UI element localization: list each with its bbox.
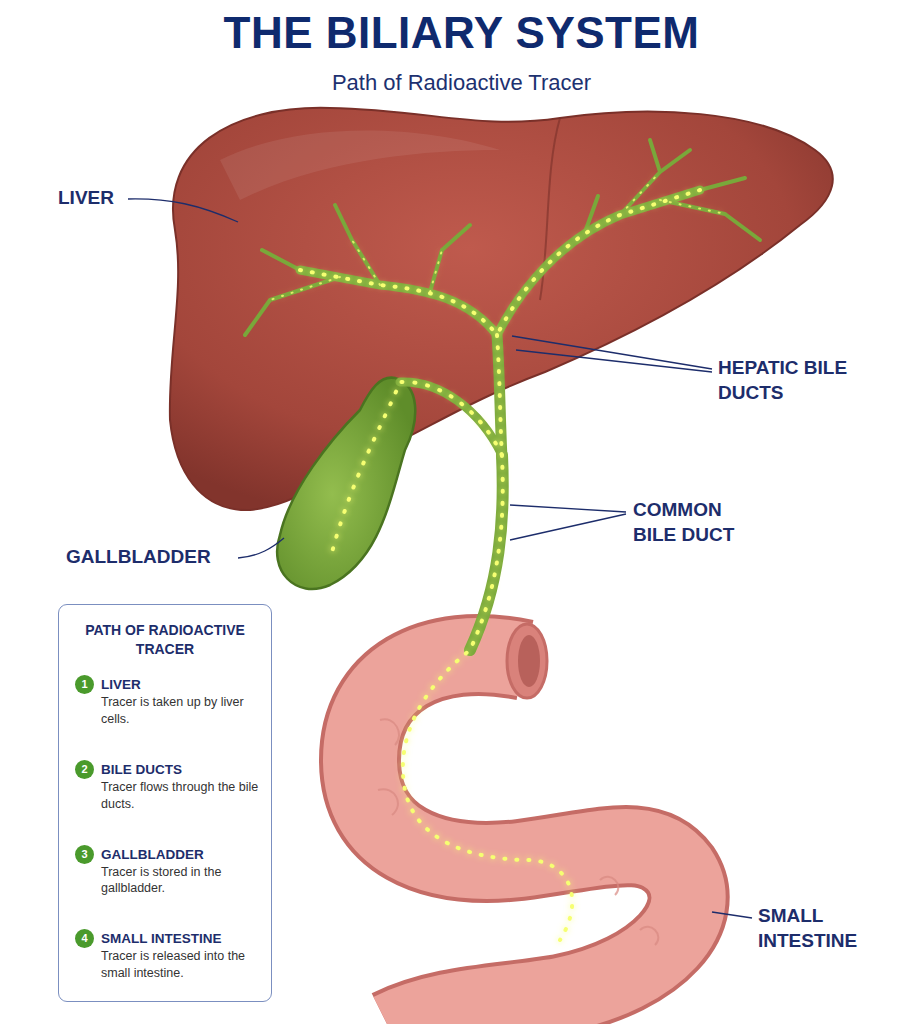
callout-number: 3	[75, 845, 94, 864]
leader-line	[712, 912, 752, 918]
intestine-lumen	[518, 635, 540, 687]
page-title: THE BILIARY SYSTEM	[0, 8, 923, 58]
intestine-fold	[378, 719, 658, 945]
tracer-branch	[270, 172, 725, 300]
tracer-path	[330, 382, 502, 560]
intestine-opening	[507, 624, 547, 698]
process-step: 2 BILE DUCTSTracer flows through the bile…	[71, 760, 263, 813]
leader-line	[510, 505, 626, 512]
tracer-path	[300, 190, 700, 940]
cystic-duct	[400, 382, 502, 455]
subtitle: Path of Radioactive Tracer	[0, 70, 923, 96]
bile-duct-tree	[245, 140, 760, 650]
leader-line	[128, 199, 238, 222]
step-heading: BILE DUCTS	[101, 760, 263, 779]
step-heading: SMALL INTESTINE	[101, 929, 263, 948]
step-heading: LIVER	[101, 675, 263, 694]
step-heading: GALLBLADDER	[101, 845, 263, 864]
process-step: 3 GALLBLADDERTracer is stored in the gall…	[71, 845, 263, 898]
intestine-outline	[360, 655, 689, 1024]
leader-line	[238, 538, 284, 558]
legend-panel: PATH OF RADIOACTIVE TRACER1LIVERTracer i…	[58, 604, 272, 1002]
leader-line	[516, 350, 712, 372]
step-text: Tracer is released into the small intest…	[101, 948, 263, 982]
callout-number: 1	[75, 675, 94, 694]
duct-branch	[245, 205, 470, 335]
organ-label: HEPATIC BILE DUCTS	[718, 356, 848, 405]
process-step: 4 SMALL INTESTINETracer is released into …	[71, 929, 263, 982]
step-text: Tracer flows through the bile ducts.	[101, 779, 263, 813]
organ-label: SMALL INTESTINE	[758, 904, 888, 953]
callout-number: 2	[75, 760, 94, 779]
panel-title: PATH OF RADIOACTIVE TRACER	[80, 621, 250, 659]
leader-line	[510, 514, 626, 540]
organ-label: LIVER	[58, 186, 148, 211]
step-text: Tracer is stored in the gallbladder.	[101, 864, 263, 898]
step-text: Tracer is taken up by liver cells.	[101, 694, 263, 728]
intestine-body	[360, 655, 689, 1024]
hepatic-duct	[300, 190, 700, 335]
tracer-dots	[270, 172, 725, 940]
duct-branch	[585, 140, 760, 240]
process-step: 1 LIVERTracer is taken up by liver cells.	[71, 675, 263, 728]
organ-label: COMMON BILE DUCT	[633, 498, 763, 547]
callout-number: 4	[75, 929, 94, 948]
gallbladder-shape	[277, 378, 415, 589]
liver-highlight	[220, 131, 500, 200]
organ-label: GALLBLADDER	[66, 545, 238, 570]
